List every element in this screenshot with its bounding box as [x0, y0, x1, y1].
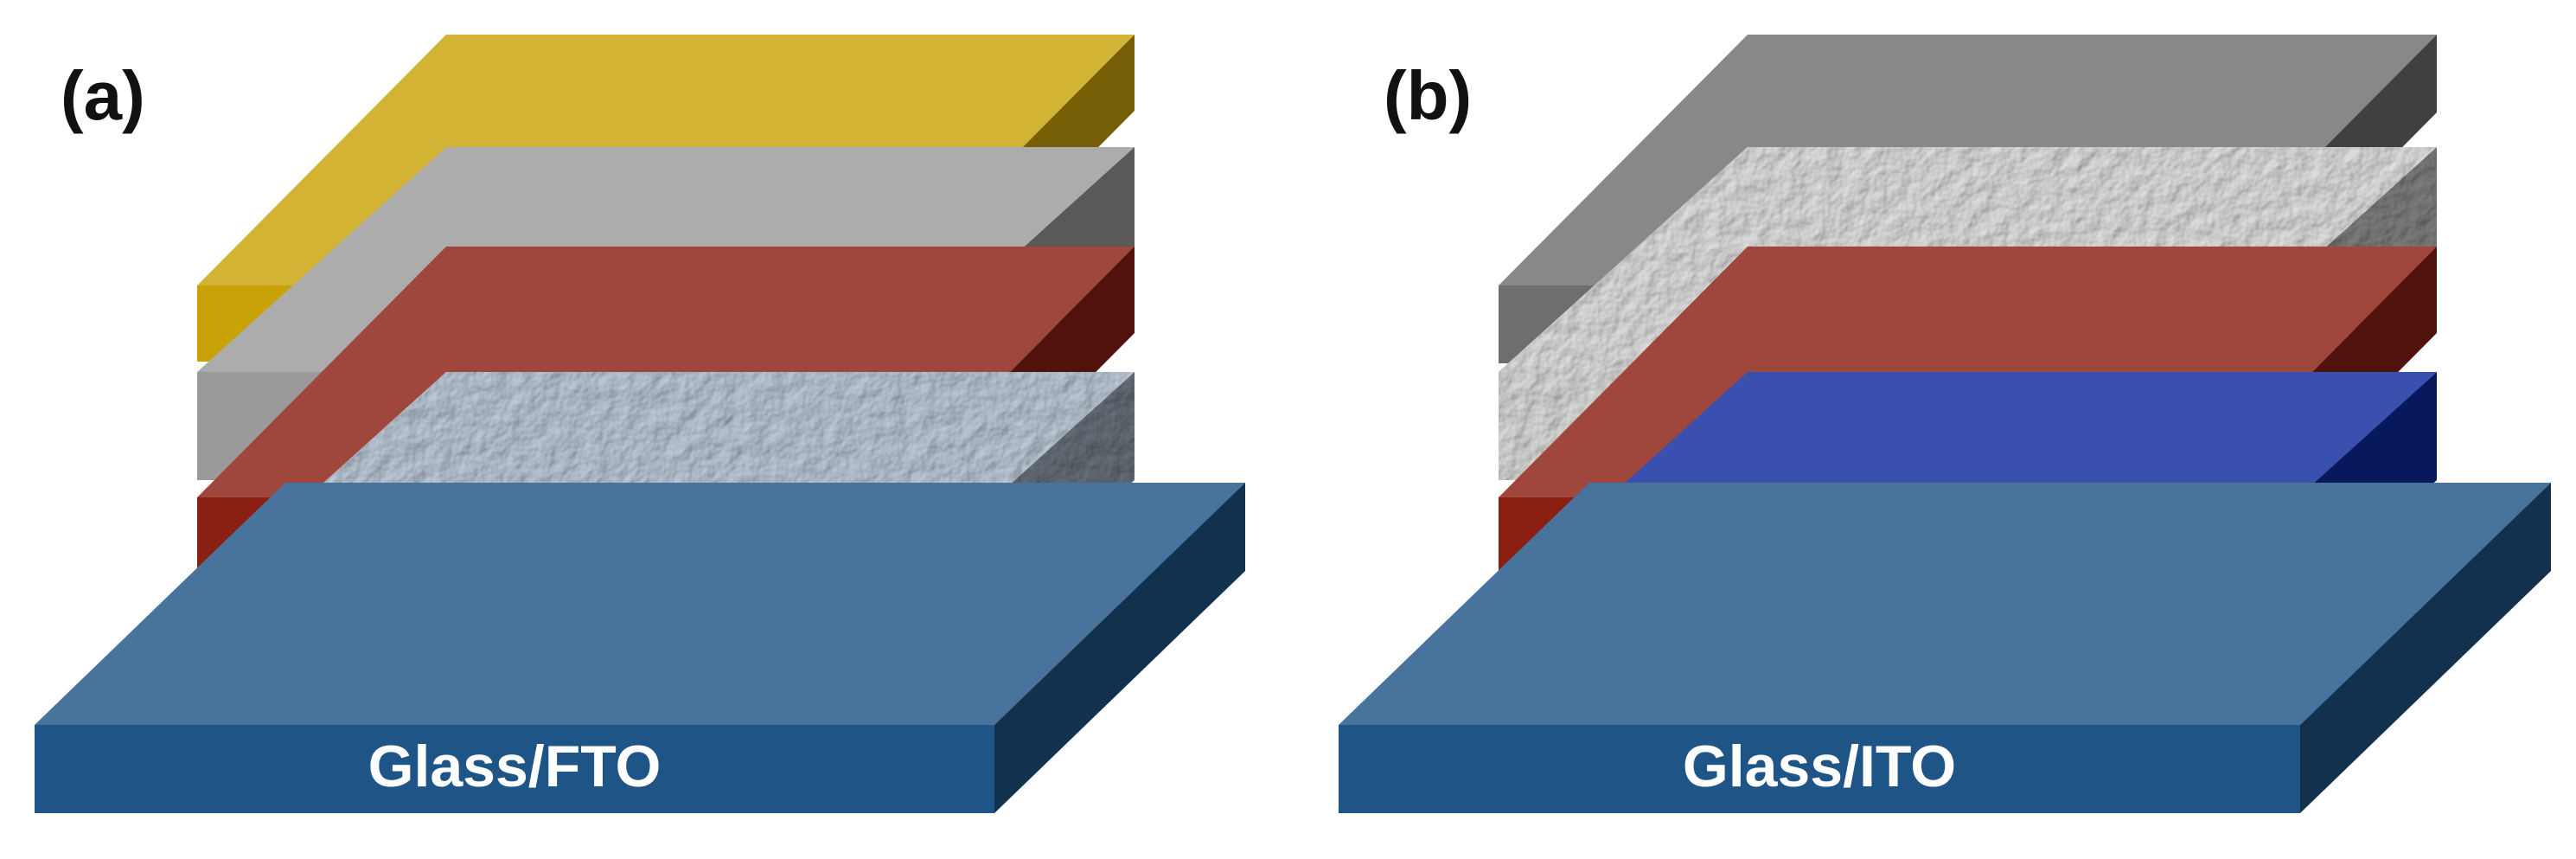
- panel-b-substrate-label: Glass/ITO: [1683, 734, 1956, 799]
- panel-a-substrate-front-face: [35, 725, 994, 813]
- panel-b-label: (b): [1384, 57, 1472, 134]
- panel-b-stack: AlETLPerovskite LayerHTMGlass/ITO: [1339, 35, 2551, 813]
- panel-b: (b) AlETLPerovskite LayerHTMGlass/ITO: [1339, 35, 2551, 813]
- panel-a-label: (a): [61, 57, 145, 134]
- panel-b-substrate-front-face: [1339, 725, 2300, 813]
- panel-b-substrate-layer: Glass/ITO: [1339, 483, 2551, 813]
- panel-a: (a) Au(Ag)HTMPerovskite LayerETLGlass/FT…: [35, 35, 1245, 813]
- panel-a-substrate-label: Glass/FTO: [368, 734, 662, 799]
- panel-a-substrate-side-face: [994, 483, 1245, 813]
- panel-a-substrate-top-face: [35, 483, 1245, 725]
- panel-a-stack: Au(Ag)HTMPerovskite LayerETLGlass/FTO: [35, 35, 1245, 813]
- panel-a-substrate-layer: Glass/FTO: [35, 483, 1245, 813]
- panel-b-substrate-side-face: [2300, 483, 2551, 813]
- panel-b-substrate-top-face: [1339, 483, 2551, 725]
